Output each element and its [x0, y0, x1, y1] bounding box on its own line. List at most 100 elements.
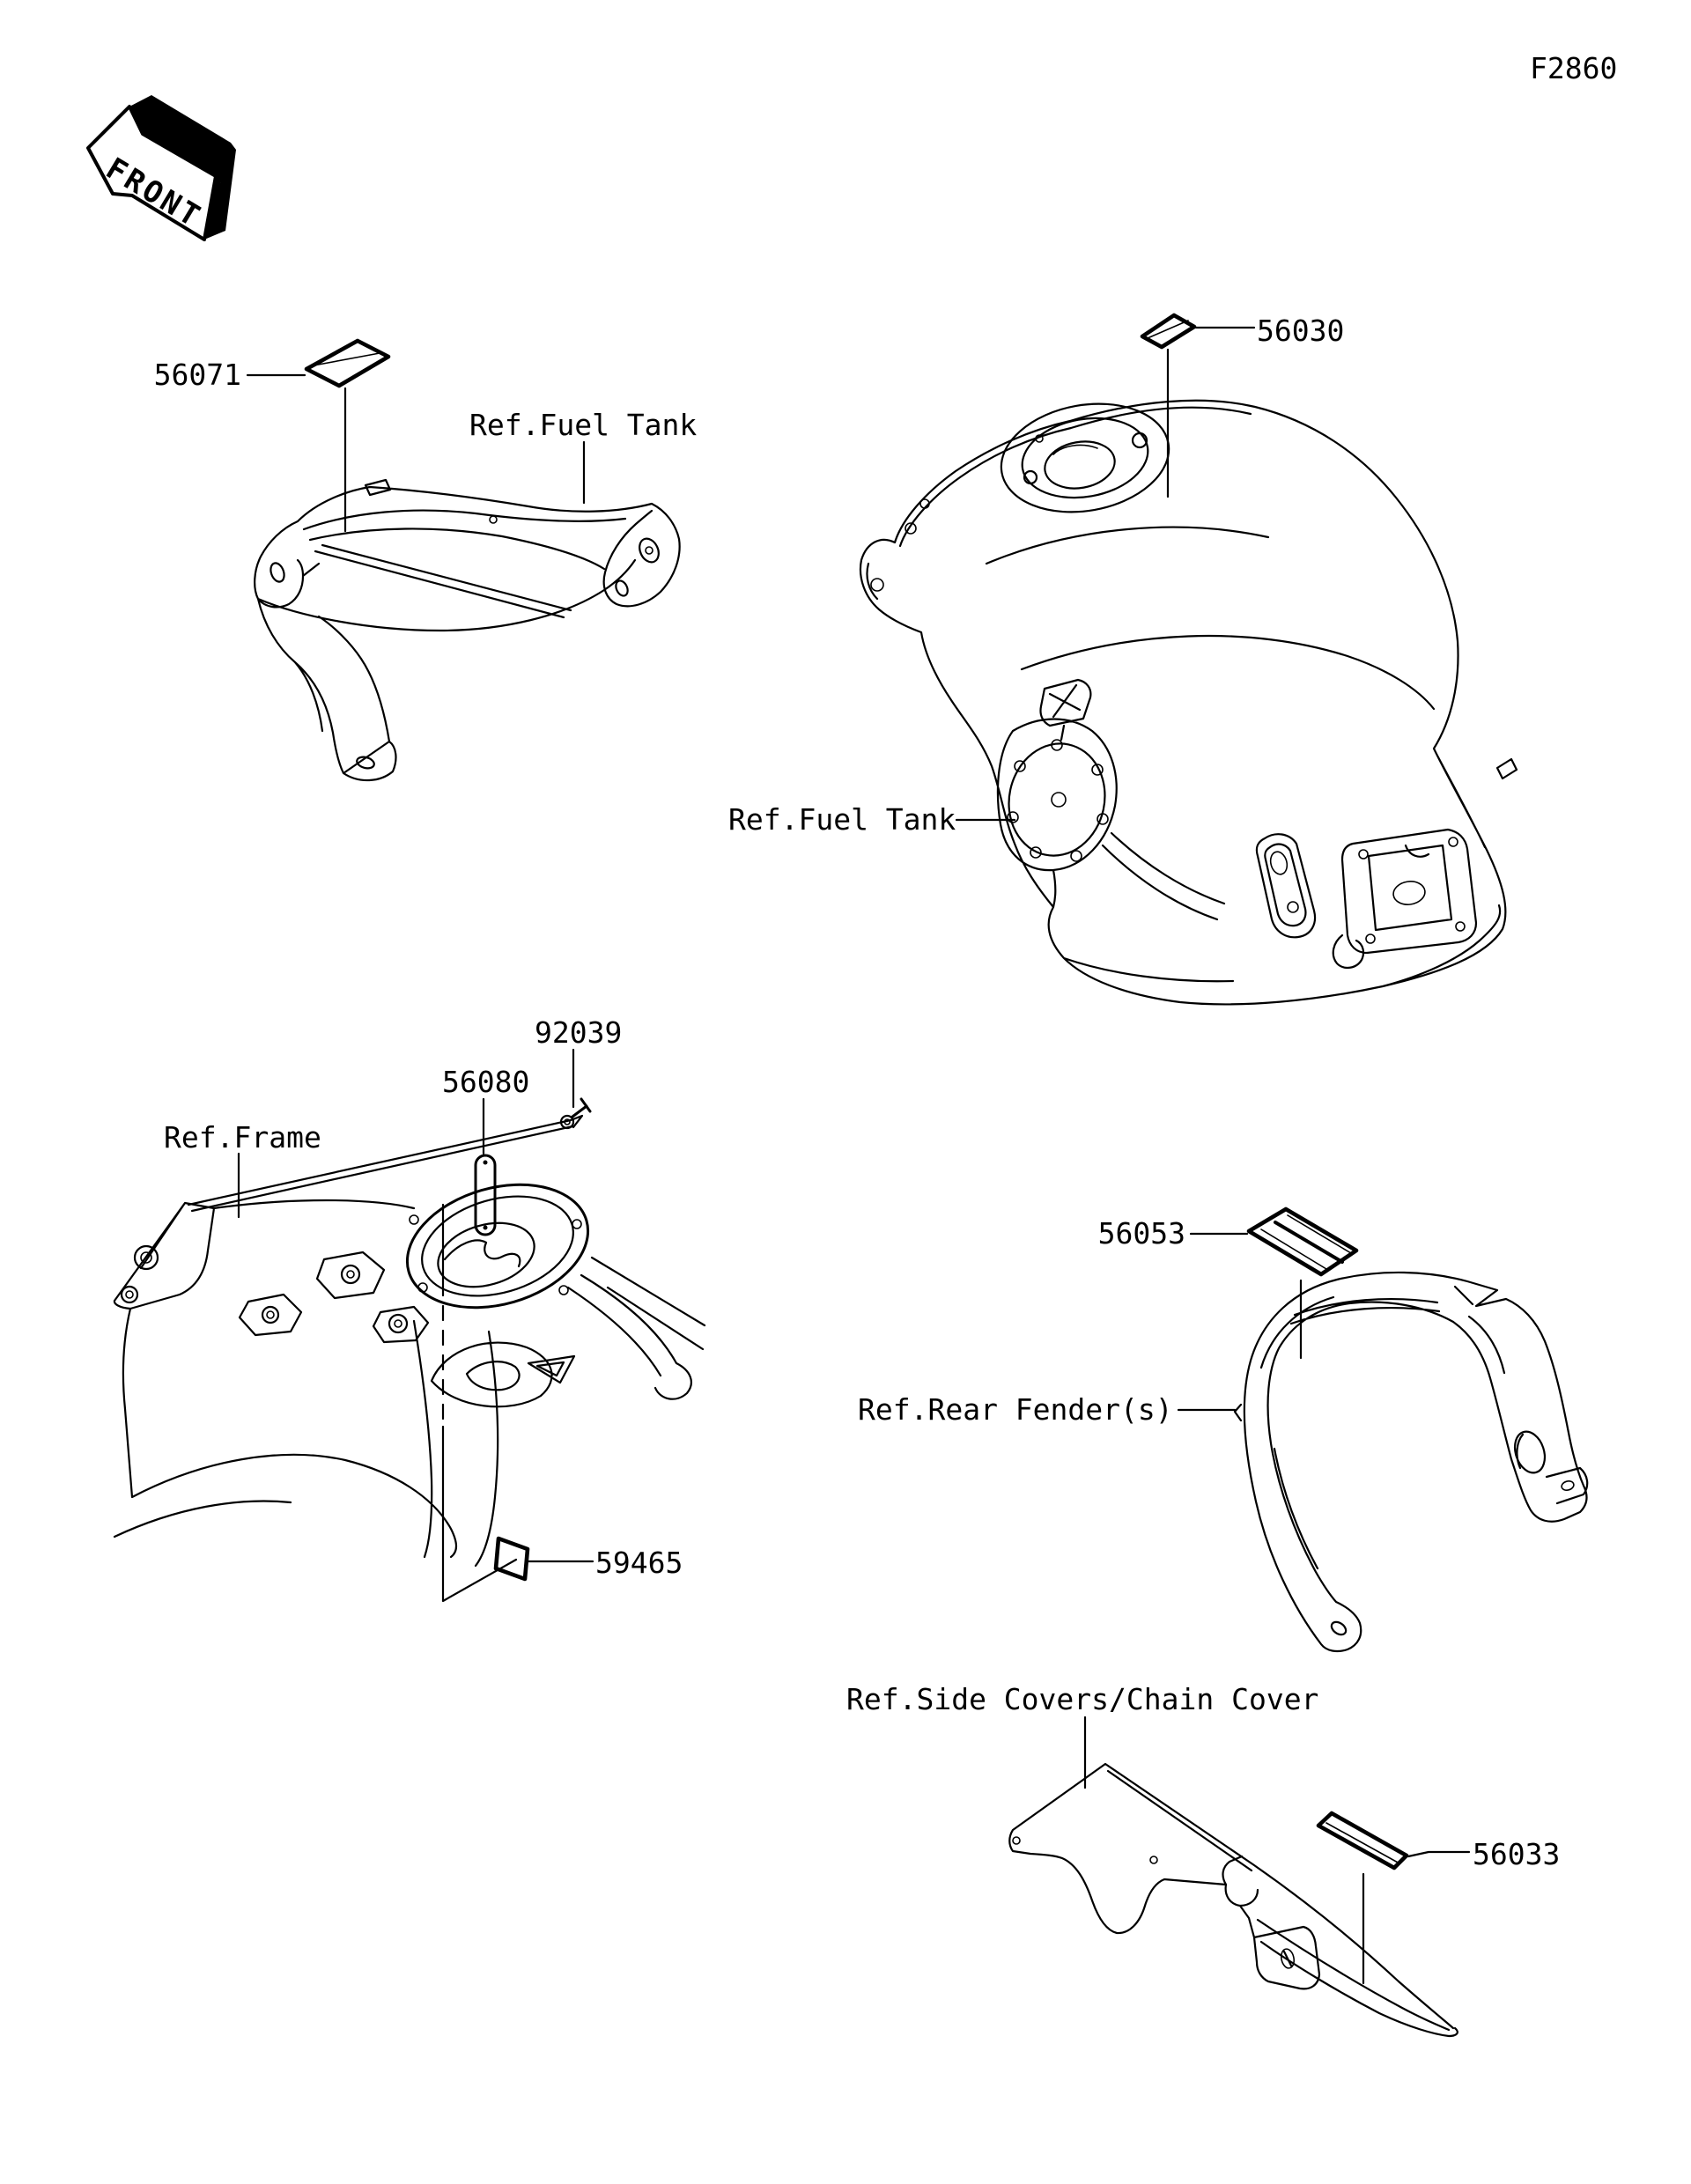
chain-cover-bracket-slot: [1280, 1948, 1296, 1969]
callout-92039: 92039: [187, 1015, 622, 1213]
filler-cap-detail: [1052, 444, 1098, 455]
plate-bolt-4: [1455, 921, 1466, 932]
rear-fender-outline: [1233, 1271, 1589, 1653]
part-number-56030: 56030: [1257, 314, 1344, 348]
callout-56080: 56080: [442, 1065, 529, 1236]
rear-fender-drawing: [1233, 1271, 1589, 1653]
front-arrow-face: [86, 105, 218, 241]
steering-head-ring-inner: [437, 1221, 535, 1288]
filler-cap: [1044, 440, 1116, 490]
gusset-hole-3: [388, 1313, 409, 1334]
leader-line-56071: [246, 373, 347, 533]
ref-fuel-tank: Ref.Fuel Tank: [728, 802, 1016, 837]
sticker-56071: [304, 338, 391, 388]
ref-rear-fender-label: Ref.Rear Fender(s): [858, 1392, 1173, 1427]
plate-bolt-3: [1365, 933, 1376, 944]
wing-hole-1: [133, 1244, 159, 1271]
sticker-56053-stripe-1: [1287, 1214, 1352, 1254]
part-number-56053: 56053: [1098, 1216, 1185, 1251]
frame-drawing: [113, 1183, 706, 1568]
ring-bolt-1: [409, 1214, 419, 1225]
ref-frame-label: Ref.Frame: [164, 1120, 321, 1155]
frame-outline: [113, 1199, 706, 1568]
pump-bolt-4: [1070, 850, 1082, 862]
pin-head-92039: [559, 1114, 575, 1130]
plate-bolt-2: [1448, 837, 1458, 847]
ref-fuel-tank-label: Ref.Fuel Tank: [728, 802, 956, 837]
gusset-hole-1-inner: [346, 1270, 355, 1279]
sticker-59465: [493, 1536, 530, 1582]
ref-frame: Ref.Frame: [164, 1120, 321, 1219]
sticker-56030: [1140, 313, 1197, 350]
fender-tab-slot: [1561, 1480, 1575, 1491]
fender-foot-hole-right: [1513, 1430, 1547, 1474]
pin-shaft-92039: [571, 1097, 592, 1118]
sticker-56080-dot-bottom: [483, 1225, 488, 1230]
fuel-pump-flange: [1008, 742, 1106, 857]
pump-center: [1051, 792, 1067, 808]
sticker-56053: [1246, 1206, 1359, 1277]
sticker-56053-stripe-2: [1274, 1221, 1344, 1264]
tank-stud-2: [919, 498, 930, 509]
cover-hole-right-1: [639, 537, 660, 564]
sticker-56033: [1316, 1811, 1409, 1870]
ref-fuel-tank-cover: Ref.Fuel Tank: [469, 408, 697, 505]
leader-line-56030: [1166, 326, 1256, 498]
sticker-56080: [474, 1154, 497, 1236]
gusset-hole-2: [261, 1305, 280, 1324]
leader-line-56033: [1362, 1850, 1471, 1985]
ring-bolt-2: [572, 1219, 582, 1229]
cover-foot-hole: [356, 756, 375, 770]
pump-bolt-1: [1051, 739, 1063, 751]
sticker-56030-detail: [1147, 320, 1189, 339]
gusset-hole-3-inner: [394, 1319, 402, 1328]
part-number-56033: 56033: [1473, 1837, 1560, 1871]
plate-bolt-1: [1358, 849, 1369, 860]
filler-bolt-2: [1131, 432, 1148, 449]
cover-hole-left: [270, 562, 285, 583]
ref-fuel-tank-cover-label: Ref.Fuel Tank: [469, 408, 697, 442]
steering-head-ring-outer: [405, 1183, 590, 1310]
fuel-tank-drawing: [859, 399, 1518, 1006]
fender-foot-hole-left: [1330, 1620, 1348, 1636]
filler-bolt-1: [1023, 469, 1038, 485]
chain-cover-hole: [1012, 1836, 1021, 1845]
pump-bolt-7: [1014, 760, 1026, 772]
callout-56030: 56030: [1140, 313, 1344, 498]
leader-line-59465-bottom: [441, 1425, 594, 1603]
cover-hole-right-2: [615, 579, 629, 597]
part-number-92039: 92039: [535, 1015, 622, 1050]
part-number-56071: 56071: [154, 358, 241, 392]
gusset-hole-1: [340, 1264, 361, 1285]
plate-slot: [1392, 881, 1426, 905]
tank-stud-3: [870, 578, 884, 592]
fuel-tank-cover-outline: [254, 478, 681, 782]
pump-bolt-3: [1097, 813, 1109, 825]
tank-stud-1: [905, 522, 917, 535]
bracket-slot: [1269, 851, 1289, 875]
chain-cover-drawing: [1008, 1762, 1458, 2038]
ref-rear-fender: Ref.Rear Fender(s): [858, 1392, 1237, 1427]
filler-ring-outer: [1000, 402, 1170, 513]
cover-stud: [489, 515, 498, 524]
callout-56033: 56033: [1316, 1811, 1560, 1985]
bracket-hole: [1287, 901, 1299, 913]
sticker-56053-stripe-3: [1260, 1228, 1327, 1270]
fuel-tank-outline: [859, 399, 1518, 1006]
filler-ring-inner: [1021, 417, 1149, 499]
sticker-56033-detail: [1325, 1822, 1400, 1864]
part-number-59465: 59465: [595, 1546, 683, 1580]
trim-strip-92039: [187, 1114, 584, 1213]
chain-cover-outline: [1008, 1762, 1458, 2038]
fuel-tank-cover-drawing: [254, 478, 681, 782]
front-arrow-shadow: [129, 95, 236, 240]
steering-head-ring-mid: [421, 1195, 574, 1297]
ref-side-covers-label: Ref.Side Covers/Chain Cover: [846, 1682, 1318, 1716]
callout-59465: 59465: [441, 1203, 683, 1603]
wing-hole-1-inner: [140, 1251, 152, 1264]
ref-side-covers: Ref.Side Covers/Chain Cover: [846, 1682, 1318, 1789]
cover-hole-right-1-inner: [645, 546, 654, 555]
pump-bolt-6: [1007, 811, 1019, 823]
